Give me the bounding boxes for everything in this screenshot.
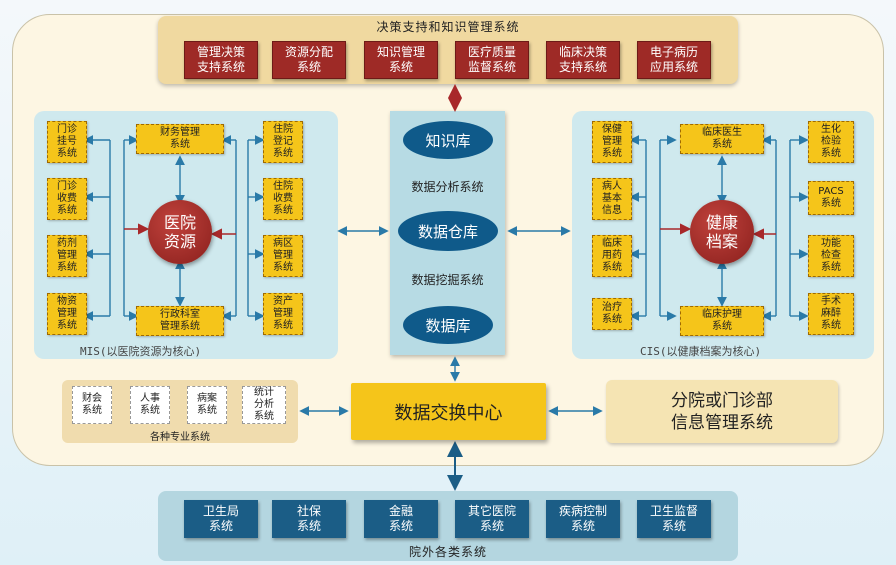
special-box-3[interactable]: 病案 系统 bbox=[187, 386, 227, 424]
top-box-4[interactable]: 医疗质量 监督系统 bbox=[455, 41, 529, 79]
bottom-box-5[interactable]: 疾病控制 系统 bbox=[546, 500, 620, 538]
bottom-box-6[interactable]: 卫生监督 系统 bbox=[637, 500, 711, 538]
mis-bottom-box[interactable]: 行政科室 管理系统 bbox=[136, 306, 224, 336]
cis-right-box-2[interactable]: PACS 系统 bbox=[808, 181, 854, 215]
data-analysis-label: 数据分析系统 bbox=[411, 180, 484, 194]
top-box-5[interactable]: 临床决策 支持系统 bbox=[546, 41, 620, 79]
data-mining-label: 数据挖掘系统 bbox=[411, 273, 484, 287]
top-box-6[interactable]: 电子病历 应用系统 bbox=[637, 41, 711, 79]
special-box-2[interactable]: 人事 系统 bbox=[130, 386, 170, 424]
cis-left-box-2[interactable]: 病人 基本 信息 bbox=[592, 178, 632, 220]
special-box-4[interactable]: 统计 分析 系统 bbox=[242, 386, 286, 424]
data-warehouse[interactable]: 数据仓库 bbox=[398, 211, 498, 251]
mis-right-box-1[interactable]: 住院 登记 系统 bbox=[263, 121, 303, 163]
cis-left-box-1[interactable]: 保健 管理 系统 bbox=[592, 121, 632, 163]
knowledge-base[interactable]: 知识库 bbox=[403, 121, 493, 159]
branch-system[interactable]: 分院或门诊部 信息管理系统 bbox=[606, 380, 838, 443]
mis-top-box[interactable]: 财务管理 系统 bbox=[136, 124, 224, 154]
bottom-box-3[interactable]: 金融 系统 bbox=[364, 500, 438, 538]
mis-left-box-4[interactable]: 物资 管理 系统 bbox=[47, 293, 87, 335]
cis-top-box[interactable]: 临床医生 系统 bbox=[680, 124, 764, 154]
mis-left-box-2[interactable]: 门诊 收费 系统 bbox=[47, 178, 87, 220]
external-systems-caption: 院外各类系统 bbox=[408, 545, 487, 559]
bottom-box-4[interactable]: 其它医院 系统 bbox=[455, 500, 529, 538]
cis-right-box-3[interactable]: 功能 检查 系统 bbox=[808, 235, 854, 277]
special-caption: 各种专业系统 bbox=[150, 432, 210, 443]
mis-left-box-3[interactable]: 药剂 管理 系统 bbox=[47, 235, 87, 277]
cis-left-box-3[interactable]: 临床 用药 系统 bbox=[592, 235, 632, 277]
bottom-box-1[interactable]: 卫生局 系统 bbox=[184, 500, 258, 538]
bottom-box-2[interactable]: 社保 系统 bbox=[272, 500, 346, 538]
mis-right-box-4[interactable]: 资产 管理 系统 bbox=[263, 293, 303, 335]
top-box-2[interactable]: 资源分配 系统 bbox=[272, 41, 346, 79]
cis-center-circle[interactable]: 健康 档案 bbox=[690, 200, 754, 264]
cis-right-box-4[interactable]: 手术 麻醉 系统 bbox=[808, 293, 854, 335]
cis-bottom-box[interactable]: 临床护理 系统 bbox=[680, 306, 764, 336]
mis-center-circle[interactable]: 医院 资源 bbox=[148, 200, 212, 264]
mis-left-box-1[interactable]: 门诊 挂号 系统 bbox=[47, 121, 87, 163]
mis-right-box-2[interactable]: 住院 收费 系统 bbox=[263, 178, 303, 220]
mis-caption: MIS(以医院资源为核心) bbox=[80, 345, 202, 358]
cis-right-box-1[interactable]: 生化 检验 系统 bbox=[808, 121, 854, 163]
cis-caption: CIS(以健康档案为核心) bbox=[640, 345, 762, 358]
special-box-1[interactable]: 财会 系统 bbox=[72, 386, 112, 424]
database[interactable]: 数据库 bbox=[403, 306, 493, 344]
top-box-3[interactable]: 知识管理 系统 bbox=[364, 41, 438, 79]
decision-support-title: 决策支持和知识管理系统 bbox=[376, 20, 520, 34]
mis-right-box-3[interactable]: 病区 管理 系统 bbox=[263, 235, 303, 277]
top-box-1[interactable]: 管理决策 支持系统 bbox=[184, 41, 258, 79]
cis-left-box-4[interactable]: 治疗 系统 bbox=[592, 298, 632, 330]
data-exchange-center[interactable]: 数据交换中心 bbox=[351, 383, 546, 440]
